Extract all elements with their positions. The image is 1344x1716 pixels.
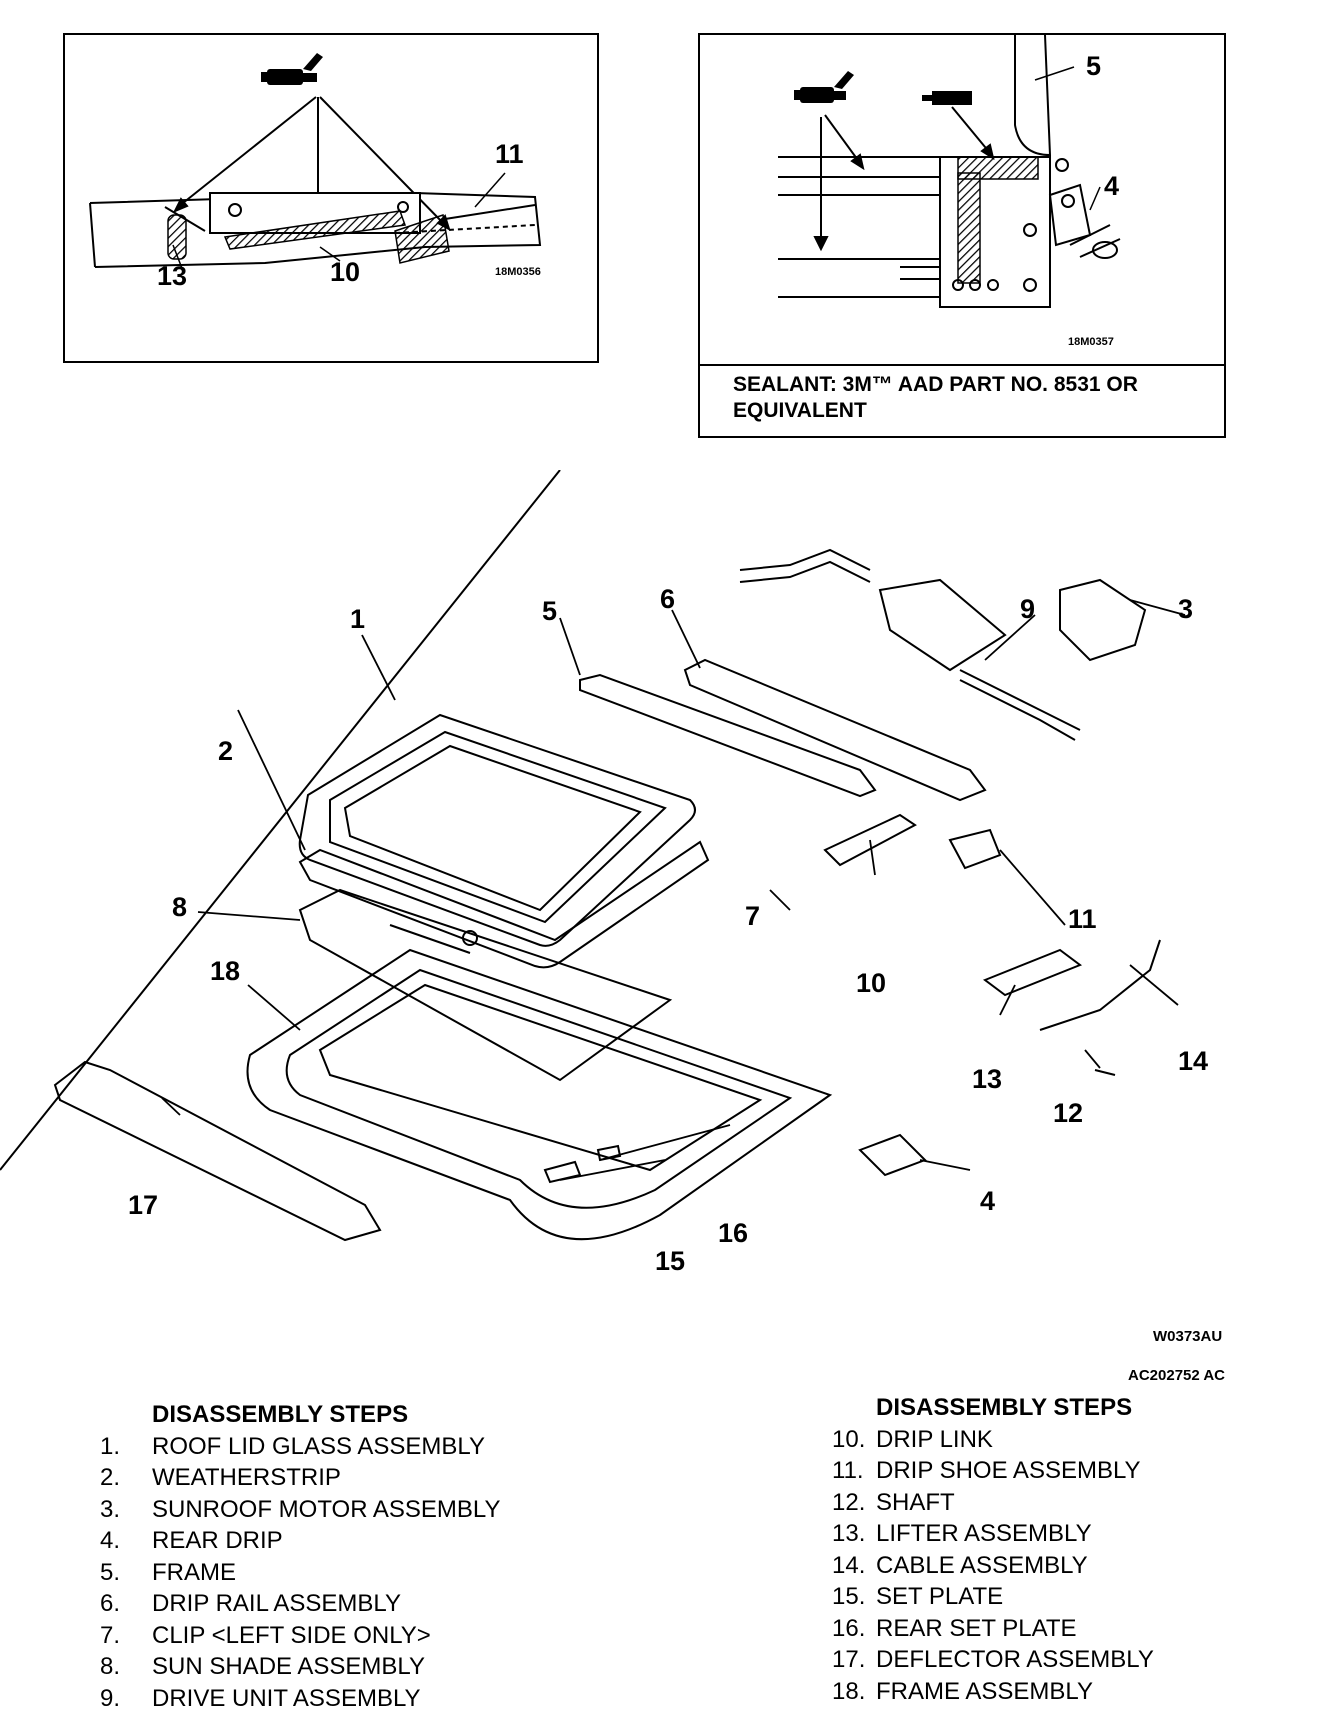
leader-lines — [1034, 66, 1101, 211]
callout-18: 18 — [210, 956, 240, 986]
list-item: 7.CLIP <LEFT SIDE ONLY> — [100, 1621, 431, 1649]
rail-lines — [778, 35, 1121, 308]
part-deflector-assembly — [53, 1060, 382, 1242]
list-item: 11.DRIP SHOE ASSEMBLY — [832, 1457, 1141, 1484]
sealant-zones — [957, 156, 1039, 284]
list-item: 15.SET PLATE — [832, 1583, 1004, 1610]
panel-divider — [700, 364, 1224, 366]
figure-id: 18M0356 — [495, 266, 541, 278]
callout-1: 1 — [350, 604, 365, 634]
callout-2: 2 — [218, 736, 233, 766]
part-drip-rail — [683, 658, 987, 802]
part-sun-shade — [298, 888, 673, 1082]
part-sunroof-motor — [1059, 578, 1147, 662]
list-item: 6.DRIP RAIL ASSEMBLY — [100, 1590, 401, 1617]
callout-14: 14 — [1178, 1046, 1208, 1076]
callout-10: 10 — [330, 257, 360, 287]
reference-code-1: W0373AU — [1153, 1328, 1223, 1345]
disassembly-steps-left: DISASSEMBLY STEPS 1.ROOF LID GLASS ASSEM… — [100, 1399, 501, 1714]
leader-lines — [161, 599, 1186, 1181]
reference-code-2: AC202752 AC — [1128, 1367, 1225, 1384]
list-item: 3.SUNROOF MOTOR ASSEMBLY — [100, 1495, 501, 1523]
application-arrows — [813, 106, 995, 252]
callout-7: 7 — [745, 901, 760, 931]
part-lifter — [982, 948, 1083, 997]
list-item: 12.SHAFT — [832, 1488, 955, 1516]
steps-heading: DISASSEMBLY STEPS — [152, 1401, 409, 1428]
callout-12: 12 — [1053, 1098, 1083, 1128]
part-drip-shoe — [948, 828, 1002, 870]
list-item: 2.WEATHERSTRIP — [100, 1464, 341, 1491]
list-item: 1.ROOF LID GLASS ASSEMBLY — [100, 1432, 485, 1460]
sealant-gun-icon — [261, 53, 323, 85]
part-drip-link — [823, 813, 917, 867]
part-set-plate — [543, 1160, 582, 1184]
callout-3: 3 — [1178, 594, 1193, 624]
list-item: 18.FRAME ASSEMBLY — [832, 1677, 1093, 1705]
figure-id: 18M0357 — [1068, 336, 1114, 348]
callout-5: 5 — [1086, 51, 1101, 81]
callout-13: 13 — [972, 1064, 1002, 1094]
part-frame-assembly — [0, 470, 833, 1241]
list-item: 5.FRAME — [100, 1558, 236, 1586]
part-frame — [579, 673, 877, 798]
list-item: 17.DEFLECTOR ASSEMBLY — [832, 1646, 1154, 1673]
steps-heading: DISASSEMBLY STEPS — [876, 1394, 1133, 1421]
inset-left-drawing: 11 13 10 18M0356 — [89, 53, 542, 291]
callout-16: 16 — [718, 1218, 748, 1248]
part-drive-unit — [739, 548, 1081, 741]
callout-8: 8 — [172, 892, 187, 922]
list-item: 9.DRIVE UNIT ASSEMBLY — [100, 1684, 421, 1712]
callout-11: 11 — [495, 139, 524, 169]
list-item: 13.LIFTER ASSEMBLY — [832, 1520, 1092, 1547]
inset-left-panel: 11 13 10 18M0356 — [63, 33, 599, 363]
part-rear-set-plate — [596, 1144, 622, 1162]
list-item: 8.SUN SHADE ASSEMBLY — [100, 1653, 425, 1680]
part-shaft — [1094, 1069, 1116, 1076]
callout-13: 13 — [157, 261, 187, 291]
callout-10: 10 — [856, 968, 886, 998]
callout-5: 5 — [542, 596, 557, 626]
leader-lines — [172, 172, 506, 272]
part-cable — [1039, 939, 1161, 1031]
sealant-tube-icon — [922, 91, 972, 105]
part-rear-drip — [858, 1133, 927, 1177]
sealant-zones — [167, 210, 450, 264]
list-item: 14.CABLE ASSEMBLY — [832, 1551, 1088, 1579]
sealant-gun-icon — [794, 71, 854, 103]
callout-9: 9 — [1020, 594, 1035, 624]
list-item: 16.REAR SET PLATE — [832, 1614, 1077, 1642]
list-item: 4.REAR DRIP — [100, 1527, 283, 1554]
sunroof-exploded-view: 1 2 3 4 5 6 7 8 9 10 11 12 13 14 15 16 1… — [0, 470, 1208, 1276]
inset-right-drawing: 5 4 18M0357 — [778, 35, 1121, 348]
callout-4: 4 — [980, 1186, 995, 1216]
list-item: 10.DRIP LINK — [832, 1425, 993, 1453]
callout-4: 4 — [1104, 171, 1119, 201]
disassembly-steps-right: DISASSEMBLY STEPS 10.DRIP LINK 11.DRIP S… — [832, 1392, 1154, 1707]
callout-11: 11 — [1068, 904, 1097, 934]
part-weatherstrip — [298, 840, 710, 969]
inset-right-panel: 5 4 18M0357 SEALANT: 3M™ AAD PART NO. 85… — [698, 33, 1226, 438]
part-roof-lid-glass — [298, 713, 696, 947]
callout-17: 17 — [128, 1190, 158, 1220]
sealant-note: SEALANT: 3M™ AAD PART NO. 8531 OR EQUIVA… — [733, 373, 1138, 422]
callout-6: 6 — [660, 584, 675, 614]
callout-15: 15 — [655, 1246, 685, 1276]
